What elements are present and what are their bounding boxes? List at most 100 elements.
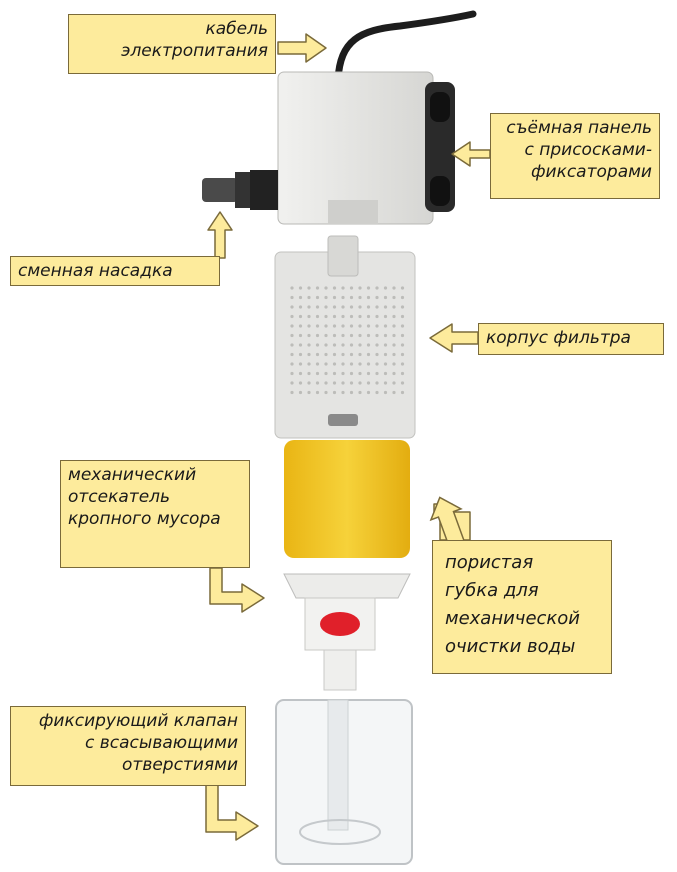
housing-hole [298,324,303,328]
housing-hole [290,362,294,366]
housing-hole [324,381,328,385]
housing-hole [392,286,396,290]
housing-hole [392,362,396,366]
housing-hole [298,295,303,300]
housing-hole [400,343,405,347]
housing-hole [358,333,362,338]
housing-hole [375,390,379,395]
label-cable: кабель электропитания [68,14,276,74]
valve-cup [275,699,413,865]
housing-holes [290,286,405,395]
housing-hole [341,362,345,366]
housing-hole [349,390,354,395]
housing-hole [315,333,320,338]
housing-hole [298,371,303,376]
housing-hole [341,352,345,357]
housing-hole [290,295,294,300]
housing-hole [375,343,379,347]
housing-hole [392,333,396,338]
housing-hole [383,333,388,338]
housing-hole [375,324,379,328]
housing-hole [290,305,294,309]
housing-hole [392,371,396,376]
housing-hole [366,390,371,395]
housing-hole [400,381,405,385]
housing-hole [358,286,362,290]
housing-hole [392,390,396,395]
housing-hole [332,314,337,319]
housing-hole [349,305,354,309]
housing-hole [324,333,328,338]
housing-hole [332,352,337,357]
housing-hole [307,390,311,395]
housing-hole [375,295,379,300]
housing-hole [298,362,303,366]
sponge [284,440,410,558]
label-housing: корпус фильтра [478,323,664,355]
housing-hole [400,295,405,300]
housing-hole [349,371,354,376]
housing-hole [298,314,303,319]
housing-hole [341,305,345,309]
housing-hole [341,343,345,347]
housing-hole [341,371,345,376]
housing-hole [324,295,328,300]
housing-hole [298,343,303,347]
housing-hole [392,314,396,319]
housing-hole [315,286,320,290]
housing-hole [349,324,354,328]
housing-hole [358,381,362,385]
housing-hole [392,343,396,347]
housing-hole [400,314,405,319]
housing-hole [375,352,379,357]
pump-block [277,71,455,225]
housing-hole [307,286,311,290]
housing-hole [375,362,379,366]
housing-hole [315,390,320,395]
housing-hole [324,314,328,319]
housing-hole [307,314,311,319]
arrow-cutter [209,567,265,613]
housing-hole [298,381,303,385]
housing-hole [400,362,405,366]
housing-hole [383,362,388,366]
housing-hole [349,314,354,319]
label-sponge: пористая губка для механической очистки … [432,540,612,674]
housing-hole [332,362,337,366]
housing-hole [400,305,405,309]
housing-hole [358,295,362,300]
housing-hole [366,314,371,319]
housing-hole [324,305,328,309]
housing-hole [383,314,388,319]
filter-housing [274,235,416,439]
housing-hole [375,381,379,385]
housing-hole [298,286,303,290]
housing-hole [383,390,388,395]
housing-hole [290,286,294,290]
housing-hole [392,295,396,300]
housing-hole [332,305,337,309]
housing-hole [290,324,294,328]
arrow-panel [451,141,491,167]
housing-hole [290,314,294,319]
housing-hole [349,362,354,366]
housing-hole [332,295,337,300]
housing-hole [290,381,294,385]
housing-hole [358,324,362,328]
housing-hole [315,314,320,319]
housing-hole [341,295,345,300]
housing-hole [332,324,337,328]
housing-hole [400,333,405,338]
housing-hole [332,333,337,338]
housing-hole [307,362,311,366]
housing-hole [290,390,294,395]
housing-hole [383,286,388,290]
housing-hole [375,305,379,309]
housing-hole [349,343,354,347]
arrow-valve [205,783,259,841]
housing-hole [392,305,396,309]
housing-hole [315,343,320,347]
housing-hole [307,352,311,357]
housing-hole [315,324,320,328]
